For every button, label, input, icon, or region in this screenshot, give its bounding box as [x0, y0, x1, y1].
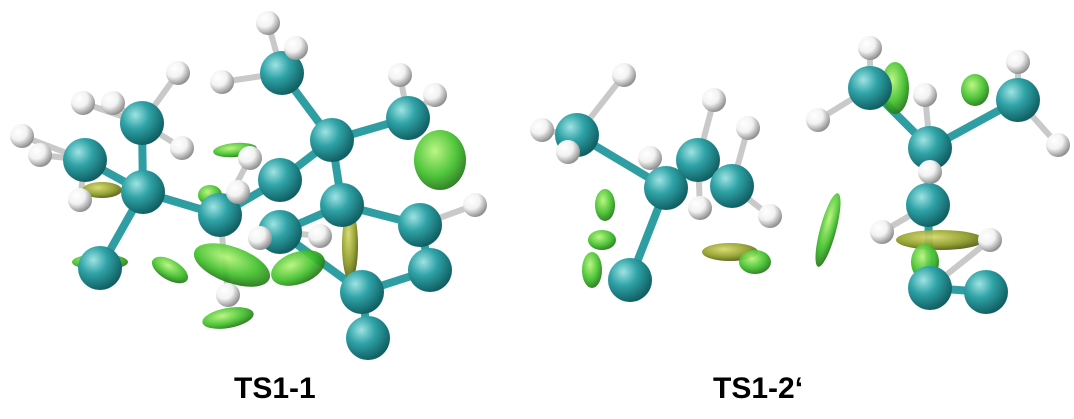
hydrogen-atom	[530, 118, 554, 142]
nci-surface	[881, 62, 909, 114]
hydrogen-atom	[10, 124, 34, 148]
hydrogen-atom	[978, 228, 1002, 252]
hydrogen-atom	[248, 226, 272, 250]
hydrogen-atom	[870, 220, 894, 244]
nci-surface	[739, 250, 771, 274]
nci-surface	[414, 130, 466, 190]
carbon-atom	[63, 138, 107, 182]
hydrogen-atom	[423, 83, 447, 107]
carbon-atom	[848, 66, 892, 110]
carbon-atom	[260, 51, 304, 95]
hydrogen-atom	[68, 188, 92, 212]
carbon-atom	[906, 183, 950, 227]
hydrogen-atom	[463, 193, 487, 217]
carbon-atom	[340, 270, 384, 314]
hydrogen-atom	[736, 116, 760, 140]
molecule-panel-ts1-2	[530, 0, 1074, 360]
nci-surface	[82, 182, 122, 198]
hydrogen-atom	[702, 88, 726, 112]
hydrogen-atom	[918, 160, 942, 184]
hydrogen-atom	[612, 63, 636, 87]
hydrogen-atom	[210, 70, 234, 94]
carbon-atom	[996, 78, 1040, 122]
nci-surface	[896, 230, 984, 250]
hydrogen-atom	[308, 224, 332, 248]
hydrogen-atom	[170, 136, 194, 160]
hydrogen-atom	[556, 140, 580, 164]
carbon-atom	[121, 170, 165, 214]
hydrogen-atom	[638, 146, 662, 170]
hydrogen-atom	[758, 204, 782, 228]
hydrogen-atom	[256, 11, 280, 35]
nci-surface	[588, 230, 616, 250]
hydrogen-atom	[226, 180, 250, 204]
carbon-atom	[408, 248, 452, 292]
hydrogen-atom	[1006, 50, 1030, 74]
molecule-render-ts1-1	[10, 11, 487, 360]
carbon-atom	[608, 258, 652, 302]
nci-surface	[582, 252, 602, 288]
carbon-atom	[964, 270, 1008, 314]
carbon-atom	[908, 126, 952, 170]
hydrogen-atom	[101, 91, 125, 115]
nci-surface	[193, 243, 271, 287]
nci-surface	[595, 189, 615, 221]
hydrogen-atom	[688, 196, 712, 220]
nci-surface	[271, 250, 325, 286]
carbon-atom	[320, 183, 364, 227]
molecule-render-ts1-2	[530, 36, 1070, 314]
hydrogen-atom	[1046, 133, 1070, 157]
carbon-atom	[386, 96, 430, 140]
hydrogen-atom	[28, 143, 52, 167]
hydrogen-atom	[858, 36, 882, 60]
hydrogen-atom	[71, 91, 95, 115]
hydrogen-atom	[806, 108, 830, 132]
carbon-atom	[198, 193, 242, 237]
carbon-atom	[120, 101, 164, 145]
structure-label-ts1-2: TS1-2‘	[713, 372, 804, 405]
nci-surface	[202, 307, 254, 329]
carbon-atom	[258, 158, 302, 202]
carbon-atom	[78, 246, 122, 290]
nci-surface	[961, 74, 989, 106]
carbon-atom	[908, 266, 952, 310]
nci-surface	[151, 256, 189, 284]
nci-surface	[342, 209, 358, 281]
hydrogen-atom	[216, 283, 240, 307]
hydrogen-atom	[913, 83, 937, 107]
carbon-atom	[346, 316, 390, 360]
molecule-panel-ts1-1	[0, 0, 500, 360]
hydrogen-atom	[284, 36, 308, 60]
structure-label-ts1-1: TS1-1	[234, 372, 316, 405]
carbon-atom	[398, 203, 442, 247]
nci-surface	[815, 193, 841, 267]
hydrogen-atom	[238, 146, 262, 170]
carbon-atom	[310, 118, 354, 162]
hydrogen-atom	[388, 63, 412, 87]
carbon-atom	[710, 164, 754, 208]
hydrogen-atom	[166, 61, 190, 85]
carbon-atom	[644, 166, 688, 210]
carbon-atom	[676, 138, 720, 182]
